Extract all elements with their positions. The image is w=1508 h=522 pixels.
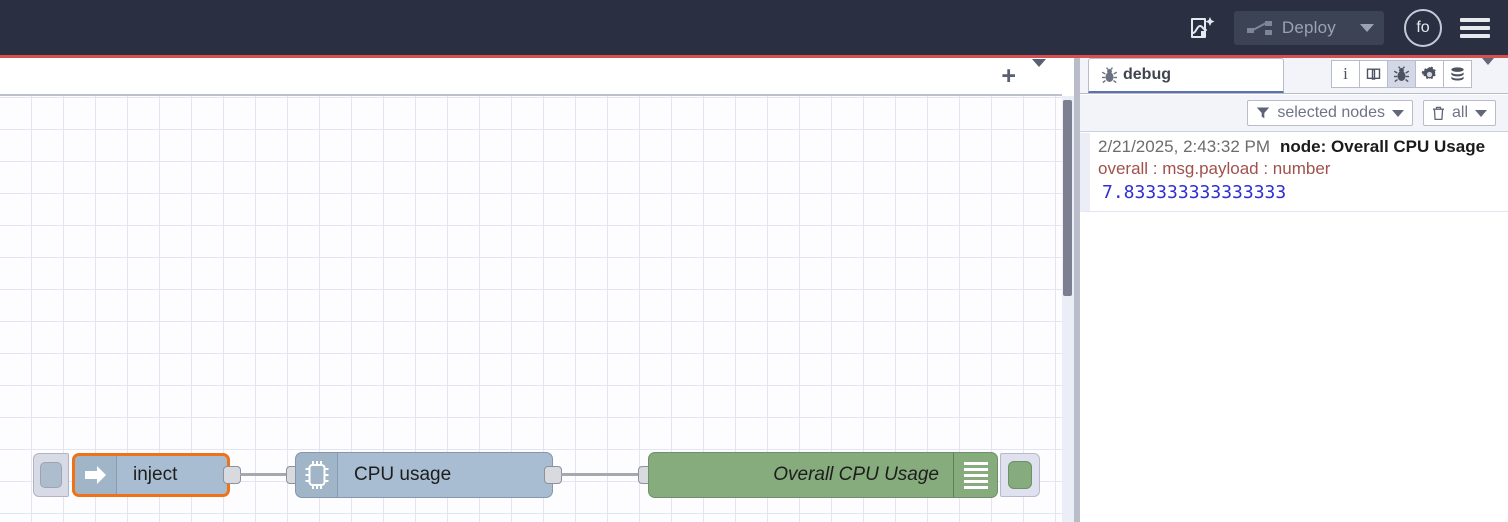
debug-message-list[interactable]: 2/21/2025, 2:43:32 PM node: Overall CPU … [1080, 133, 1508, 522]
flow-sparkle-icon[interactable] [1182, 7, 1224, 49]
flow-tabbar-menu-button[interactable] [1024, 59, 1062, 85]
filter-selected-nodes[interactable]: selected nodes [1247, 100, 1413, 126]
canvas-scrollbar-thumb[interactable] [1063, 100, 1072, 296]
sidebar-tabrow: debug i [1080, 58, 1508, 94]
deploy-dropdown-button[interactable] [1350, 11, 1384, 45]
debug-message-value: 7.833333333333333 [1102, 182, 1287, 203]
debug-lines-icon [953, 453, 997, 497]
node-debug[interactable]: Overall CPU Usage [648, 452, 998, 498]
sidebar: debug i [1080, 58, 1508, 522]
inject-trigger-glyph [40, 462, 62, 488]
avatar[interactable]: fo [1404, 8, 1442, 47]
node-cpu-usage-label: CPU usage [354, 464, 452, 485]
sidebar-tab-debug[interactable]: debug [1088, 58, 1284, 93]
trash-icon [1432, 106, 1444, 120]
node-inject[interactable]: inject [72, 453, 230, 497]
chevron-down-icon [1475, 109, 1487, 117]
wire-inject-to-cpu[interactable] [240, 473, 288, 476]
debug-enable-toggle[interactable] [1000, 453, 1040, 497]
bug-icon [1101, 66, 1118, 83]
app-header: Deploy fo [0, 0, 1508, 55]
deploy-button-main[interactable]: Deploy [1234, 11, 1350, 45]
node-debug-label: Overall CPU Usage [773, 464, 939, 485]
debug-message[interactable]: 2/21/2025, 2:43:32 PM node: Overall CPU … [1080, 133, 1508, 212]
arrow-right-icon [75, 456, 117, 494]
chevron-down-icon [1032, 59, 1046, 84]
chevron-down-icon [1482, 58, 1494, 82]
deploy-label: Deploy [1281, 17, 1336, 37]
sidebar-tools-menu-button[interactable] [1472, 58, 1502, 83]
node-cpu-usage[interactable]: CPU usage [295, 452, 553, 498]
avatar-initials: fo [1416, 18, 1430, 36]
header-accent-rule [0, 55, 1508, 58]
deploy-icon [1246, 20, 1272, 35]
flow-workspace: + inject [0, 58, 1062, 522]
debug-filter-row: selected nodes all [1080, 95, 1508, 132]
header-actions: Deploy fo [1182, 7, 1508, 49]
debug-message-topic: overall : msg.payload : number [1098, 159, 1331, 178]
help-book-icon[interactable] [1359, 60, 1388, 88]
debug-message-head: 2/21/2025, 2:43:32 PM node: Overall CPU … [1098, 137, 1502, 157]
port-inject-output[interactable] [223, 466, 241, 484]
chevron-down-icon [1391, 109, 1404, 117]
config-gear-icon[interactable] [1415, 60, 1444, 88]
chevron-down-icon [1360, 23, 1374, 32]
wire-cpu-to-debug[interactable] [561, 473, 641, 476]
node-inject-label: inject [133, 464, 178, 485]
debug-bug-icon[interactable] [1387, 60, 1416, 88]
hamburger-menu-icon[interactable] [1460, 14, 1490, 42]
sidebar-tool-buttons: i [1331, 58, 1502, 88]
filter-selected-nodes-label: selected nodes [1277, 104, 1385, 121]
microchip-icon [296, 453, 338, 497]
debug-toggle-glyph [1008, 461, 1032, 489]
debug-message-source-node[interactable]: node: Overall CPU Usage [1280, 137, 1486, 156]
context-data-icon[interactable] [1443, 60, 1472, 88]
inject-trigger-button[interactable] [33, 453, 69, 497]
flow-tabbar: + [0, 58, 1062, 96]
info-icon[interactable]: i [1331, 60, 1360, 88]
pane-divider[interactable] [1074, 58, 1080, 522]
clear-all-button[interactable]: all [1422, 100, 1496, 126]
clear-all-label: all [1451, 104, 1468, 121]
flow-canvas[interactable]: inject [0, 96, 1062, 522]
add-flow-button[interactable]: + [1001, 61, 1016, 90]
port-cpu-output[interactable] [544, 466, 562, 484]
funnel-icon [1257, 107, 1270, 119]
debug-message-timestamp: 2/21/2025, 2:43:32 PM [1098, 137, 1271, 156]
deploy-button[interactable]: Deploy [1233, 10, 1384, 45]
sidebar-tab-debug-label: debug [1123, 66, 1171, 83]
